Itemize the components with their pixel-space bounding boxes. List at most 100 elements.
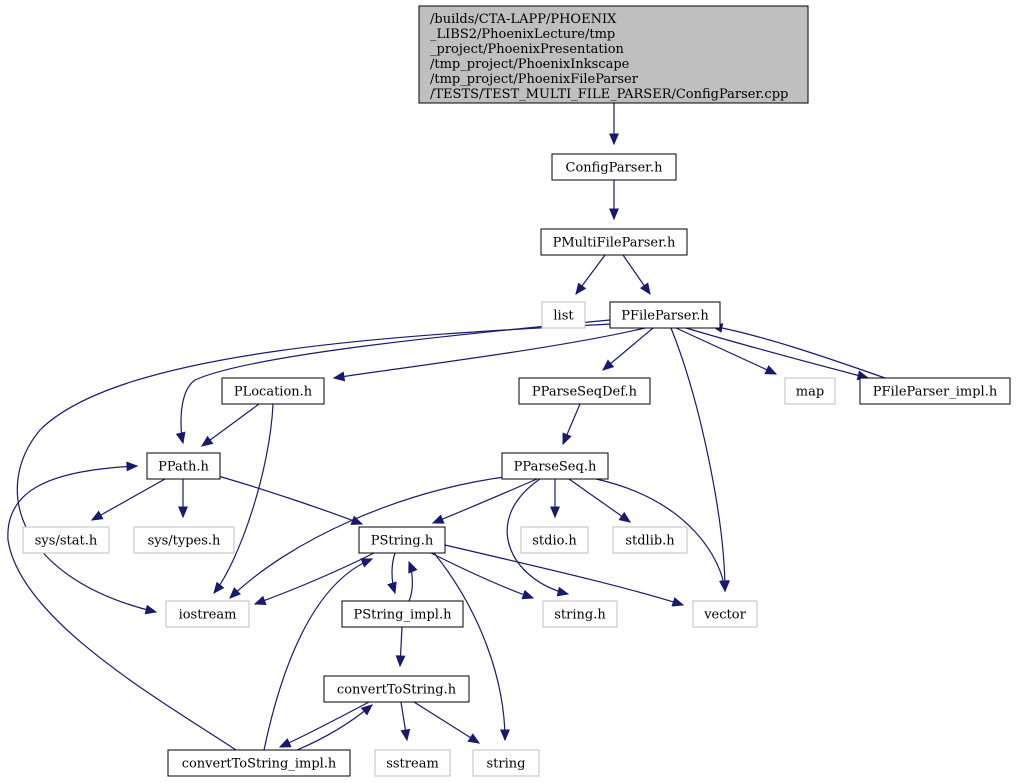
root-file-label-line: _LIBS2/PhoenixLecture/tmp [430, 27, 615, 42]
arrowhead [360, 558, 374, 568]
node-box [551, 153, 677, 181]
arrowhead [178, 506, 188, 519]
arrowhead [408, 560, 418, 574]
node-converttostring-h[interactable]: convertToString.h [323, 675, 470, 703]
node-map[interactable]: map [784, 377, 836, 405]
node-box [692, 600, 758, 628]
node-list[interactable]: list [541, 301, 586, 329]
edge-line [685, 327, 869, 379]
edge-pparseseq-h-to-string-h [506, 478, 570, 597]
arrowhead [253, 595, 267, 606]
node-pfileparser-h[interactable]: PFileParser.h [609, 301, 721, 329]
edge-line [430, 552, 534, 599]
arrowhead [213, 581, 225, 595]
edge-pstring-h-to-string-h [430, 552, 535, 600]
edge-pfileparser-h-to-plocation-h [332, 327, 646, 382]
node-pstring-h[interactable]: PString.h [358, 526, 446, 554]
node-label: convertToString_impl.h [182, 757, 337, 772]
node-string-h[interactable]: string.h [542, 600, 618, 628]
node-ppath-h[interactable]: PPath.h [146, 452, 221, 480]
edge-pfileparser-h-to-map [675, 327, 778, 375]
arrowhead [562, 432, 572, 446]
edge-line [568, 478, 631, 523]
node-label: list [553, 309, 574, 324]
node-box [165, 600, 250, 628]
node-label: vector [703, 608, 746, 623]
edge-pparseseq-h-to-iostream [229, 475, 513, 599]
edge-pstring-h-to-pstring-impl-h [387, 552, 397, 595]
node-pparseseq-h[interactable]: PParseSeq.h [501, 452, 609, 480]
arrowhead [175, 431, 186, 445]
node-plocation-h[interactable]: PLocation.h [221, 377, 325, 405]
node-label: iostream [179, 608, 237, 623]
node-box [612, 526, 688, 554]
arrowhead [200, 435, 214, 447]
edge-pparseseq-h-to-vector [595, 478, 729, 593]
node-pparseseqdef-h[interactable]: PParseSeqDef.h [518, 377, 651, 405]
arrowhead [609, 133, 619, 146]
node-label: string [487, 757, 526, 772]
node-configparser-h[interactable]: ConfigParser.h [551, 153, 677, 181]
node-box [859, 377, 1011, 405]
edge-line [444, 544, 684, 606]
node-box [472, 749, 540, 777]
node-box [540, 228, 688, 256]
node-stdlib-h[interactable]: stdlib.h [612, 526, 688, 554]
edge-line [432, 478, 538, 524]
edge-pmultifileparser-h-to-pfileparser-h [622, 254, 651, 296]
node-sstream[interactable]: sstream [374, 749, 451, 777]
node-string[interactable]: string [472, 749, 540, 777]
arrowhead [278, 738, 292, 748]
edge-pparseseq-h-to-pstring-h [431, 478, 538, 524]
edge-pfileparser-h-to-iostream [16, 323, 613, 615]
edge-line [213, 403, 274, 594]
node-sys-stat-h[interactable]: sys/stat.h [22, 526, 110, 554]
node-label: PFileParser_impl.h [873, 385, 998, 400]
edge-line [433, 552, 506, 741]
arrowhead [395, 655, 406, 668]
node-stdio-h[interactable]: stdio.h [520, 526, 589, 554]
edge-converttostring-h-to-converttostring-impl-h [278, 701, 370, 748]
edge-line [7, 465, 237, 751]
arrowhead [400, 728, 411, 742]
edge-line [254, 552, 375, 605]
node-box [501, 452, 609, 480]
arrowhead [550, 506, 560, 519]
node-converttostring-impl-h[interactable]: convertToString_impl.h [167, 749, 351, 777]
node-label: PString_impl.h [354, 608, 453, 623]
edge-line [675, 327, 777, 375]
edge-pfileparser-h-to-pparseseqdef-h [602, 327, 654, 371]
arrowhead [618, 511, 632, 523]
node-pmultifileparser-h[interactable]: PMultiFileParser.h [540, 228, 688, 256]
node-box [167, 749, 351, 777]
node-iostream[interactable]: iostream [165, 600, 250, 628]
node-label: PParseSeqDef.h [532, 385, 638, 400]
node-box [520, 526, 589, 554]
edge-ppath-h-to-pstring-h [217, 475, 364, 525]
node-pstring-impl-h[interactable]: PString_impl.h [341, 600, 464, 628]
node-box [22, 526, 110, 554]
arrowhead [609, 208, 619, 221]
root-file-box [418, 5, 809, 104]
arrowhead [126, 461, 139, 472]
node-box [374, 749, 451, 777]
edge-line [670, 327, 726, 592]
node-label: ConfigParser.h [566, 161, 664, 176]
node-pfileparser-impl-h[interactable]: PFileParser_impl.h [859, 377, 1011, 405]
node-box [146, 452, 221, 480]
node-label: PParseSeq.h [514, 460, 597, 475]
edges-layer [7, 103, 886, 751]
edge-line [296, 704, 373, 751]
node-sys-types-h[interactable]: sys/types.h [133, 526, 235, 554]
node-label: PMultiFileParser.h [553, 236, 676, 251]
node-label: sys/stat.h [35, 534, 98, 549]
root-file-label-line: /builds/CTA-LAPP/PHOENIX [430, 12, 617, 27]
node-label: sstream [386, 757, 439, 772]
edge-line [263, 558, 373, 751]
edge-pstring-h-to-iostream [253, 552, 375, 606]
edge-pparseseq-h-to-stdio-h [550, 479, 560, 519]
node-label: map [796, 385, 824, 400]
root-file-node[interactable]: /builds/CTA-LAPP/PHOENIX _LIBS2/PhoenixL… [418, 5, 809, 104]
edge-pfileparser-h-to-pfileparser-impl-h [685, 327, 870, 381]
node-vector[interactable]: vector [692, 600, 758, 628]
